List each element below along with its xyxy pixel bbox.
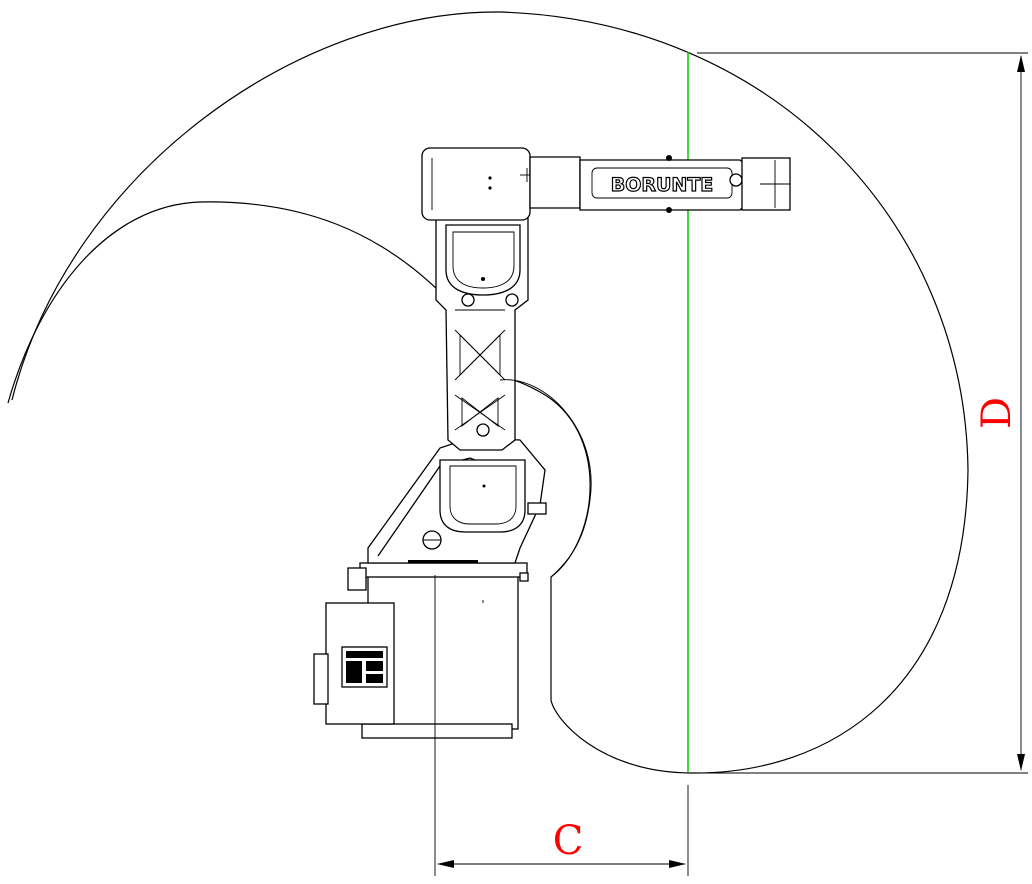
- c-arrow-right: [669, 860, 686, 868]
- shoulder-joint: [439, 459, 526, 533]
- brand-logo: BORUNTE: [611, 174, 714, 196]
- d-arrow-bottom: [1017, 754, 1025, 771]
- c-arrow-left: [437, 860, 454, 868]
- c-label: C: [553, 818, 584, 864]
- forearm: BORUNTE: [421, 147, 791, 221]
- nameplate-icon: [346, 651, 383, 683]
- d-label: D: [974, 397, 1020, 429]
- elbow-joint: [445, 224, 521, 296]
- robot-base: [313, 562, 529, 739]
- d-arrow-top: [1017, 55, 1025, 72]
- shoulder-swing-arc: [499, 379, 592, 578]
- outer-reach-envelope: [11, 11, 969, 774]
- inner-reach-envelope: [7, 201, 449, 404]
